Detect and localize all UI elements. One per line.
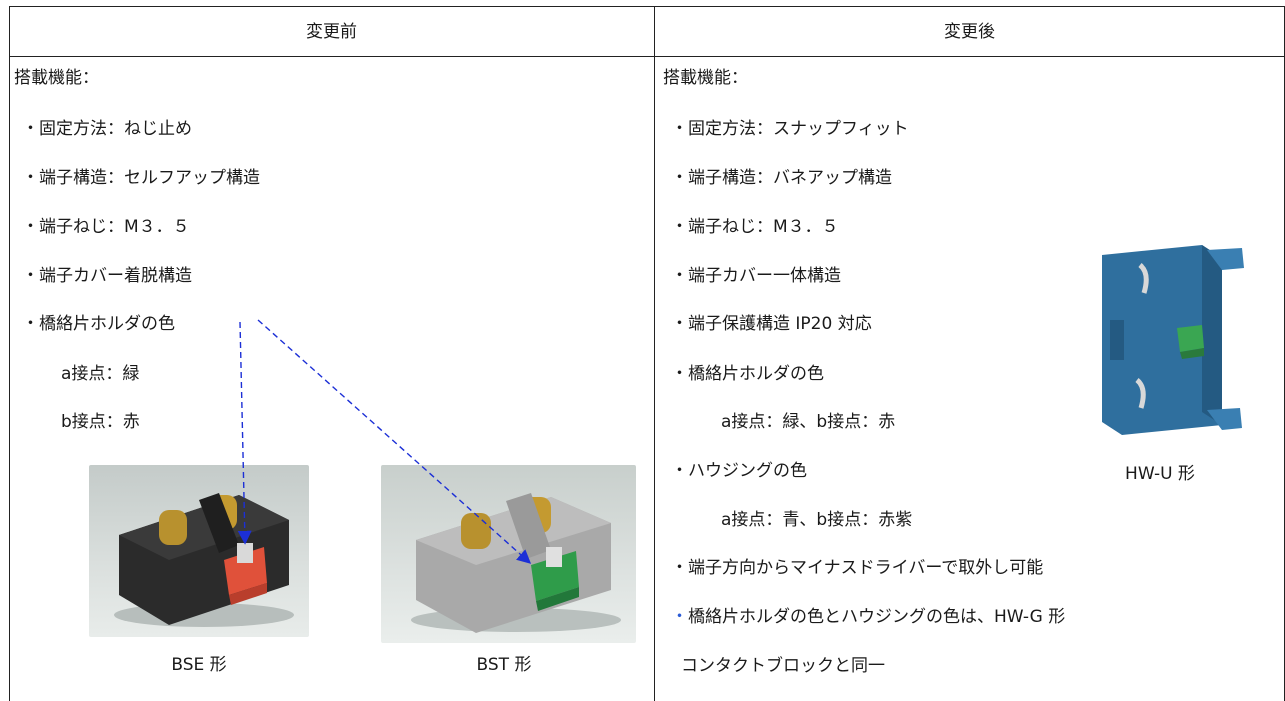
hw-u-product-photo [1082, 240, 1245, 440]
before-item-terminal-screw: ・端子ねじ：M３．５ [22, 217, 190, 237]
before-contact-b: b接点：赤 [61, 412, 140, 432]
header-divider [9, 56, 1285, 57]
same-color-line1: 橋絡片ホルダの色とハウジングの色は、HW-G 形 [688, 607, 1066, 627]
arrow-to-bst [257, 319, 532, 564]
after-item-removal: ・端子方向からマイナスドライバーで取外し可能 [671, 558, 1044, 578]
hw-u-caption: HW-U 形 [1125, 464, 1195, 484]
header-before: 変更前 [306, 22, 357, 42]
after-item-terminal-screw: ・端子ねじ：M３．５ [671, 217, 839, 237]
before-item-fixing: ・固定方法：ねじ止め [22, 119, 192, 139]
bse-caption: BSE 形 [171, 655, 227, 675]
after-item-ip20: ・端子保護構造 IP20 対応 [671, 314, 872, 334]
after-item-terminal-structure: ・端子構造：バネアップ構造 [671, 168, 892, 188]
after-item-holder-color: ・橋絡片ホルダの色 [671, 364, 824, 384]
header-after: 変更後 [944, 22, 995, 42]
after-heading: 搭載機能： [663, 68, 748, 88]
table-top-border [9, 6, 1285, 7]
arrow-to-bse [237, 321, 252, 545]
bst-caption: BST 形 [476, 655, 532, 675]
comparison-table: 変更前 変更後 搭載機能： ・固定方法：ねじ止め ・端子構造：セルフアップ構造 … [9, 0, 1285, 701]
blue-bullet: ・ [671, 607, 688, 627]
holder-color-arrows [237, 319, 532, 564]
before-item-holder-color: ・橋絡片ホルダの色 [22, 314, 175, 334]
before-heading: 搭載機能： [14, 68, 99, 88]
bse-product-photo [89, 465, 309, 637]
after-item-fixing: ・固定方法：スナップフィット [671, 119, 909, 139]
bst-product-photo [381, 465, 636, 643]
after-item-same-color-cont: コンタクトブロックと同一 [681, 656, 885, 676]
after-item-same-color: ・橋絡片ホルダの色とハウジングの色は、HW-G 形 [671, 606, 1065, 628]
before-contact-a: a接点：緑 [61, 364, 140, 384]
after-holder-contacts: a接点：緑、b接点：赤 [721, 412, 896, 432]
column-divider [654, 6, 655, 701]
before-item-terminal-structure: ・端子構造：セルフアップ構造 [22, 168, 260, 188]
after-item-housing-color: ・ハウジングの色 [671, 461, 807, 481]
table-left-border [9, 6, 10, 701]
before-item-terminal-cover: ・端子カバー着脱構造 [22, 266, 192, 286]
after-housing-contacts: a接点：青、b接点：赤紫 [721, 510, 913, 530]
after-item-terminal-cover: ・端子カバー一体構造 [671, 266, 841, 286]
